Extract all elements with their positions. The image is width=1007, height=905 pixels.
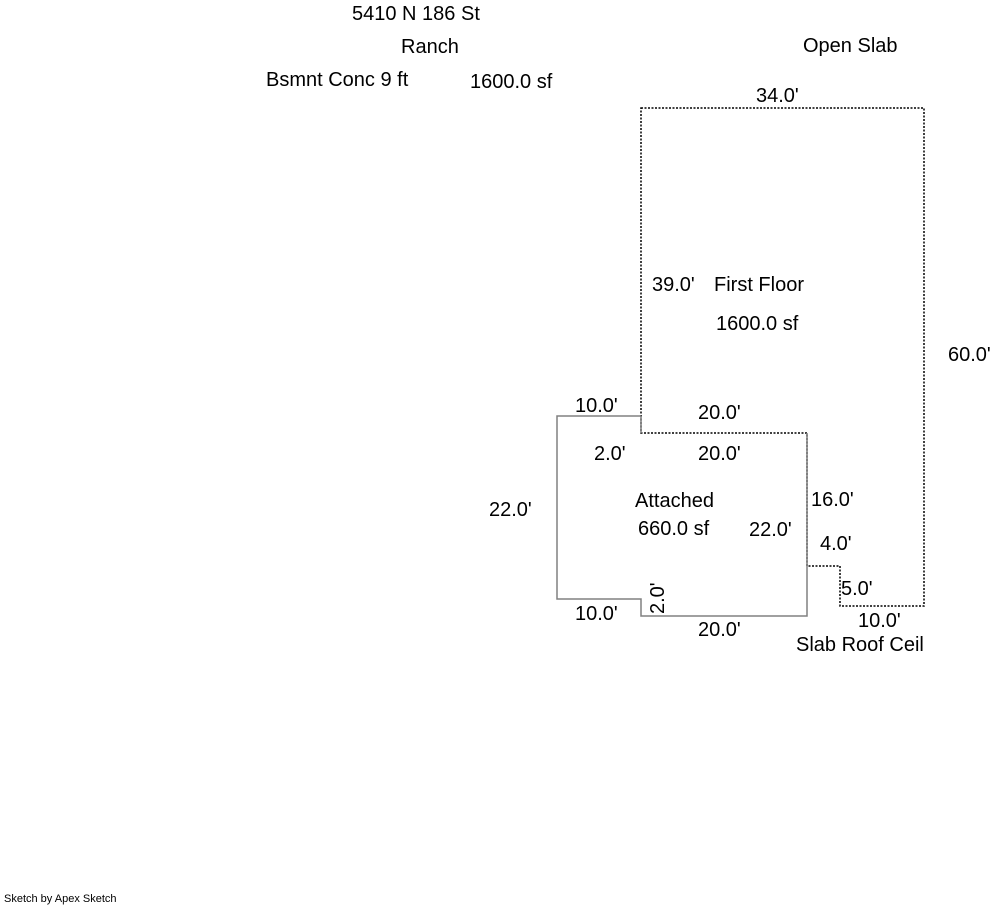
dim-garage-top: 10.0' [575,395,618,417]
dim-garage-bottom-left: 10.0' [575,603,618,625]
dim-first-floor-step-5: 5.0' [841,578,873,600]
dim-first-floor-bottom: 10.0' [858,610,901,632]
dim-garage-top-inner: 20.0' [698,443,741,465]
property-style: Ranch [401,36,459,58]
basement-area: 1600.0 sf [470,71,553,93]
dim-first-floor-right: 60.0' [948,344,991,366]
dim-garage-bottom-right: 20.0' [698,619,741,641]
dim-first-floor-notch-top: 20.0' [698,402,741,424]
open-slab-label: Open Slab [803,35,898,57]
dim-first-floor-left: 39.0' [652,274,695,296]
dim-first-floor-step-4: 4.0' [820,533,852,555]
basement-label: Bsmnt Conc 9 ft [266,69,409,91]
software-credit: Sketch by Apex Sketch [4,893,117,905]
dim-garage-top-step: 2.0' [594,443,626,465]
garage-outline [556,415,808,617]
first-floor-name: First Floor [714,274,804,296]
dim-first-floor-top: 34.0' [756,85,799,107]
dim-garage-left: 22.0' [489,499,532,521]
dim-first-floor-step-16: 16.0' [811,489,854,511]
first-floor-area: 1600.0 sf [716,313,799,335]
dim-garage-right: 22.0' [749,519,792,541]
garage-name: Attached [635,490,714,512]
property-address: 5410 N 186 St [352,3,480,25]
garage-area: 660.0 sf [638,518,710,540]
slab-roof-ceil-label: Slab Roof Ceil [796,634,924,656]
dim-garage-bottom-step: 2.0' [647,582,669,614]
first-floor-outline [640,107,925,607]
